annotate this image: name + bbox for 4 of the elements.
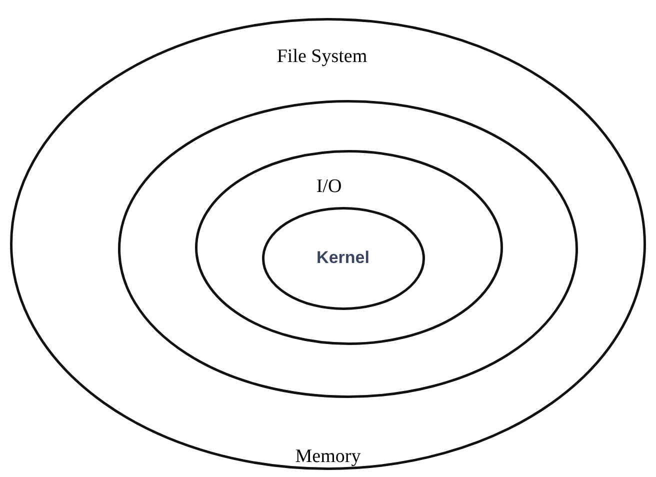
layer-label: I/O	[316, 176, 342, 198]
layer-label: Memory	[295, 446, 361, 468]
layer-label: Kernel	[316, 248, 370, 268]
layer-label: File System	[276, 46, 368, 68]
